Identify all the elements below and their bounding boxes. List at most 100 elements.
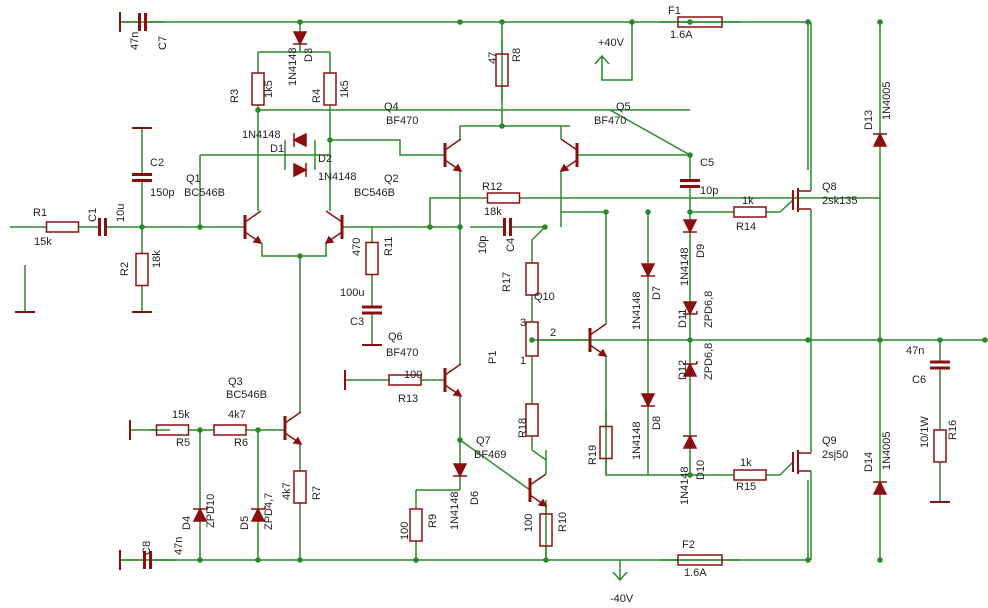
d12-name: D12 bbox=[677, 360, 689, 380]
junction-dot bbox=[255, 557, 261, 563]
d2-part: 1N4148 bbox=[318, 171, 357, 183]
q6-name: Q6 bbox=[388, 331, 403, 343]
junction-dot bbox=[197, 224, 203, 230]
r19-name: R19 bbox=[587, 445, 599, 465]
c6-value: 47n bbox=[906, 345, 924, 357]
r12-name: R12 bbox=[482, 181, 502, 193]
d9-name: D9 bbox=[695, 244, 707, 258]
r3-name: R3 bbox=[229, 89, 241, 103]
r5-value: 15k bbox=[172, 409, 190, 421]
d5-part: ZPD4,7 bbox=[263, 493, 275, 530]
d9-part: 1N4148 bbox=[679, 247, 691, 286]
q4-name: Q4 bbox=[384, 101, 399, 113]
r9-name: R9 bbox=[427, 514, 439, 528]
junction-dot bbox=[327, 137, 333, 143]
d10-name: D10 bbox=[695, 460, 707, 480]
junction-dot bbox=[877, 557, 883, 563]
q2-name: Q2 bbox=[384, 173, 399, 185]
c4-name: C4 bbox=[505, 238, 517, 252]
r17-name: R17 bbox=[501, 272, 513, 292]
q7-name: Q7 bbox=[476, 435, 491, 447]
c2-name: C2 bbox=[150, 157, 164, 169]
r15-name: R15 bbox=[736, 481, 756, 493]
r12-value: 18k bbox=[484, 206, 502, 218]
r4-value: 1k5 bbox=[339, 80, 351, 98]
junction-dot bbox=[805, 19, 811, 25]
r11-value: 470 bbox=[351, 238, 363, 256]
d2-name: D2 bbox=[318, 153, 332, 165]
r1-value: 15k bbox=[34, 236, 52, 248]
r2-name: R2 bbox=[119, 262, 131, 276]
junction-dot bbox=[255, 107, 261, 113]
r7-name: R7 bbox=[311, 486, 323, 500]
c2-value: 150p bbox=[150, 187, 174, 199]
r10-name: R10 bbox=[557, 512, 569, 532]
c1-name: C1 bbox=[87, 208, 99, 222]
r4-name: R4 bbox=[311, 89, 323, 103]
c7-value: 47n bbox=[129, 32, 141, 50]
components bbox=[15, 12, 950, 570]
q10-name: Q10 bbox=[534, 291, 555, 303]
junction-dot bbox=[937, 337, 943, 343]
d11-part: ZPD6,8 bbox=[703, 291, 715, 328]
q6-part: BF470 bbox=[386, 347, 418, 359]
q9-part: 2sj50 bbox=[822, 449, 848, 461]
d3-part: 1N4148 bbox=[287, 47, 299, 86]
c1-value: 10u bbox=[115, 204, 127, 222]
p1-pin3: 3 bbox=[520, 317, 526, 329]
r13-value: 100 bbox=[404, 369, 422, 381]
d8-name: D8 bbox=[651, 416, 663, 430]
fuse-f1-value: 1.6A bbox=[670, 29, 693, 41]
junction-dot bbox=[603, 209, 609, 215]
junction-dot bbox=[629, 19, 635, 25]
fuse-f1-name: F1 bbox=[668, 5, 681, 17]
junction-dot bbox=[877, 337, 883, 343]
junction-dot bbox=[139, 224, 145, 230]
q3-name: Q3 bbox=[228, 376, 243, 388]
d7-part: 1N4148 bbox=[631, 291, 643, 330]
r7-value: 4k7 bbox=[281, 482, 293, 500]
junction-dot bbox=[687, 337, 693, 343]
junction-dots bbox=[139, 19, 988, 563]
junction-dot bbox=[543, 557, 549, 563]
d1-part: 1N4148 bbox=[242, 129, 281, 141]
p2-pin2: 2 bbox=[550, 327, 556, 339]
r6-value: 4k7 bbox=[228, 409, 246, 421]
p1-name: P1 bbox=[487, 351, 499, 364]
junction-dot bbox=[542, 224, 548, 230]
junction-dot bbox=[297, 253, 303, 259]
junction-dot bbox=[805, 557, 811, 563]
junction-dot bbox=[255, 427, 261, 433]
d8-part: 1N4148 bbox=[631, 421, 643, 460]
c8-name: C8 bbox=[141, 541, 153, 555]
junction-dot bbox=[645, 209, 651, 215]
c3-name: C3 bbox=[350, 316, 364, 328]
c5-name: C5 bbox=[700, 157, 714, 169]
r9-value: 100 bbox=[399, 522, 411, 540]
fuse-f2-name: F2 bbox=[682, 539, 695, 551]
junction-dot bbox=[413, 557, 419, 563]
wires bbox=[10, 21, 985, 582]
q5-name: Q5 bbox=[616, 101, 631, 113]
d6-name: D6 bbox=[469, 491, 481, 505]
r16-name: R16 bbox=[947, 420, 959, 440]
r18-name: R18 bbox=[517, 418, 529, 438]
junction-dot bbox=[529, 337, 535, 343]
d13-name: D13 bbox=[863, 110, 875, 130]
positive-rail-label: +40V bbox=[598, 37, 625, 49]
r11-name: R11 bbox=[383, 237, 395, 256]
d7-name: D7 bbox=[651, 286, 663, 300]
r16-value: 10/1W bbox=[919, 416, 931, 448]
junction-dot bbox=[197, 427, 203, 433]
junction-dot bbox=[499, 19, 505, 25]
q4-part: BF470 bbox=[386, 115, 418, 127]
junction-dot bbox=[457, 437, 463, 443]
c4-value: 10p bbox=[477, 236, 489, 254]
r5-name: R5 bbox=[176, 437, 190, 449]
d14-part: 1N4005 bbox=[881, 431, 893, 470]
d10-part: 1N4148 bbox=[679, 466, 691, 505]
r15-value: 1k bbox=[740, 457, 752, 469]
q5-part: BF470 bbox=[594, 115, 626, 127]
